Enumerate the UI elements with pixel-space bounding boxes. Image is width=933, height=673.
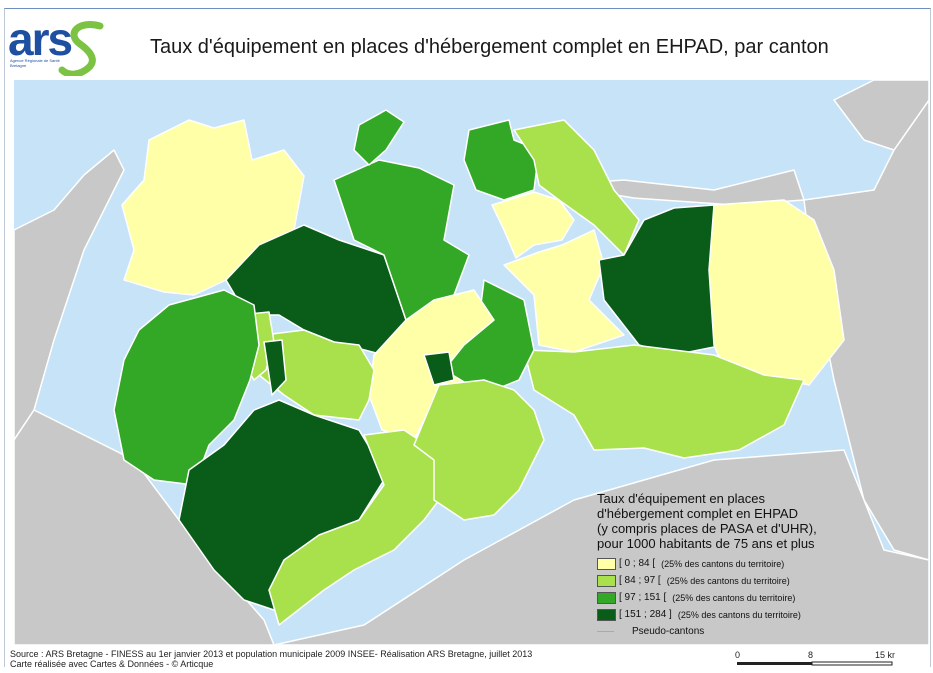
canton-southeast xyxy=(523,344,805,459)
legend-swatch xyxy=(597,574,616,587)
legend-range: [ 151 ; 284 ] xyxy=(619,609,672,620)
legend-title: Taux d'équipement en places d'hébergemen… xyxy=(597,491,847,551)
canton-map xyxy=(14,80,929,645)
canton-center-east xyxy=(503,229,625,353)
canton-north-2 xyxy=(463,119,540,201)
legend-title-line: d'hébergement complet en EHPAD xyxy=(597,506,798,521)
legend-note: (25% des cantons du territoire) xyxy=(666,575,790,586)
outside-southeast xyxy=(273,449,929,645)
source-line: Source : ARS Bretagne - FINESS au 1er ja… xyxy=(10,649,533,659)
legend-range: [ 97 ; 151 [ xyxy=(619,592,667,603)
source-line: Carte réalisée avec Cartes & Données - ©… xyxy=(10,659,214,669)
legend-title-line: Taux d'équipement en places xyxy=(597,491,765,506)
legend-class-row: [ 0 ; 84 [ (25% des cantons du territoir… xyxy=(597,555,847,572)
logo-text: ars xyxy=(8,13,73,65)
canton-small-dark xyxy=(423,351,455,386)
map-title: Taux d'équipement en places d'hébergemen… xyxy=(150,36,829,58)
legend-class-row: [ 151 ; 284 ] (25% des cantons du territ… xyxy=(597,606,847,623)
ars-logo: ars Agence Régionale de Santé Bretagne xyxy=(8,13,108,76)
scale-bar: 0 8 15 km xyxy=(735,650,895,666)
outside-coast xyxy=(553,169,805,206)
legend-title-line: (y compris places de PASA et d'UHR), xyxy=(597,521,817,536)
canton-west-thin xyxy=(263,339,287,396)
map-frame xyxy=(4,8,931,667)
scale-label: 8 xyxy=(808,650,813,660)
legend-title-line: pour 1000 habitants de 75 ans et plus xyxy=(597,536,815,551)
canton-north-small xyxy=(353,109,405,166)
scale-label: 15 km xyxy=(875,650,895,660)
legend-note: (25% des cantons du territoire) xyxy=(661,558,785,569)
canton-south-center xyxy=(413,379,545,521)
canton-southwest xyxy=(178,399,385,611)
legend-swatch xyxy=(597,608,616,621)
logo-swoosh-icon xyxy=(58,21,104,76)
legend-note: (25% des cantons du territoire) xyxy=(672,592,796,603)
legend-class-row: [ 97 ; 151 [ (25% des cantons du territo… xyxy=(597,589,847,606)
legend-pseudo-label: Pseudo-cantons xyxy=(632,626,705,637)
canton-north-4 xyxy=(491,191,575,259)
legend-class-row: [ 84 ; 97 [ (25% des cantons du territoi… xyxy=(597,572,847,589)
legend-swatch xyxy=(597,557,616,570)
legend-range: [ 84 ; 97 [ xyxy=(619,575,661,586)
scale-label: 0 xyxy=(735,650,740,660)
legend-note: (25% des cantons du territoire) xyxy=(677,609,801,620)
source-note: Source : ARS Bretagne - FINESS au 1er ja… xyxy=(10,649,532,669)
scale-segment xyxy=(811,661,893,666)
legend-line xyxy=(597,631,614,632)
scale-segment xyxy=(737,662,812,665)
logo-subtitle: Agence Régionale de Santé Bretagne xyxy=(10,58,60,68)
legend-range: [ 0 ; 84 [ xyxy=(619,558,656,569)
legend-swatch xyxy=(597,591,616,604)
outside-northeast xyxy=(833,80,929,151)
legend-pseudo-row: Pseudo-cantons xyxy=(597,626,847,637)
map-legend: Taux d'équipement en places d'hébergemen… xyxy=(597,491,847,637)
canton-east xyxy=(708,199,845,386)
